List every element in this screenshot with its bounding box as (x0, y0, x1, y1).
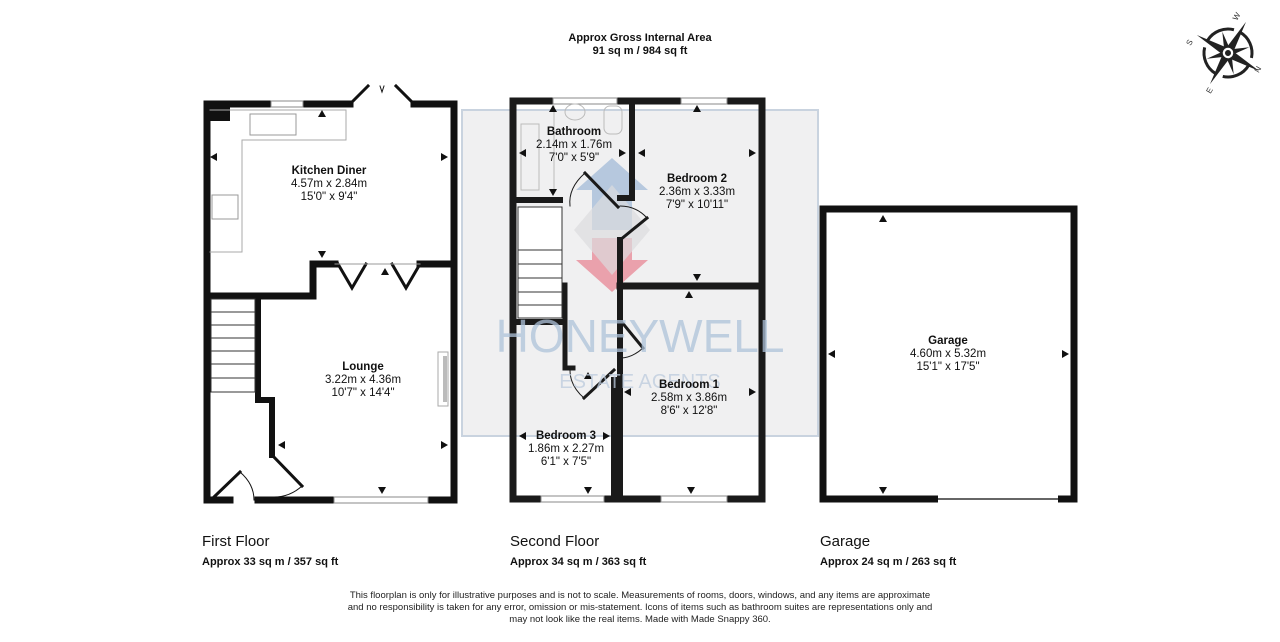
room-bathroom: Bathroom 2.14m x 1.76m 7'0" x 5'9" (536, 126, 612, 165)
floor-area: Approx 33 sq m / 357 sq ft (202, 556, 339, 568)
room-name: Bedroom 3 (535, 430, 597, 442)
dimension-arrows (210, 105, 1069, 494)
floor-area: Approx 24 sq m / 263 sq ft (820, 556, 957, 568)
garage-plan (819, 205, 1078, 503)
room-imperial: 10'7" x 14'4" (331, 387, 395, 399)
room-imperial: 8'6" x 12'8" (660, 405, 718, 417)
room-metric: 4.60m x 5.32m (909, 348, 987, 360)
room-kitchen-diner: Kitchen Diner 4.57m x 2.84m 15'0" x 9'4" (291, 165, 367, 204)
disclaimer-line: and no responsibility is taken for any e… (347, 602, 933, 613)
room-imperial: 15'0" x 9'4" (300, 191, 358, 203)
room-metric: 2.58m x 3.86m (650, 392, 728, 404)
floor-caption-second: Second Floor Approx 34 sq m / 363 sq ft (510, 533, 646, 569)
floor-caption-first: First Floor Approx 33 sq m / 357 sq ft (202, 533, 338, 569)
room-imperial: 7'0" x 5'9" (548, 152, 600, 164)
room-name: Bathroom (546, 126, 602, 138)
floor-title: Second Floor (510, 533, 600, 550)
room-name: Garage (928, 335, 968, 347)
room-lounge: Lounge 3.22m x 4.36m 10'7" x 14'4" (325, 361, 401, 400)
watermark-brand-text: HONEYWELL (496, 310, 785, 362)
floor-area: Approx 34 sq m / 363 sq ft (510, 556, 647, 568)
room-name: Kitchen Diner (291, 165, 367, 177)
room-bedroom-2: Bedroom 2 2.36m x 3.33m 7'9" x 10'11" (659, 173, 735, 212)
disclaimer-line: This floorplan is only for illustrative … (349, 590, 931, 601)
compass-rose-icon: W S N E (1184, 10, 1275, 100)
second-floor-plan (509, 97, 766, 503)
room-bedroom-1: Bedroom 1 2.58m x 3.86m 8'6" x 12'8" (651, 379, 727, 418)
room-metric: 3.22m x 4.36m (324, 374, 402, 386)
room-metric: 4.57m x 2.84m (290, 178, 368, 190)
disclaimer-line: may not look like the real items. Made w… (509, 614, 771, 625)
gross-area-value: 91 sq m / 984 sq ft (592, 45, 688, 57)
room-garage: Garage 4.60m x 5.32m 15'1" x 17'5" (910, 335, 986, 374)
gross-area-header: Approx Gross Internal Area 91 sq m / 984… (0, 32, 1280, 58)
floor-caption-garage: Garage Approx 24 sq m / 263 sq ft (820, 533, 956, 569)
room-name: Lounge (342, 361, 384, 373)
first-floor-plan (203, 83, 458, 504)
floor-title: First Floor (202, 533, 270, 550)
gross-area-title: Approx Gross Internal Area (568, 32, 712, 44)
room-name: Bedroom 2 (666, 173, 728, 185)
room-imperial: 15'1" x 17'5" (916, 361, 980, 373)
room-metric: 2.36m x 3.33m (658, 186, 736, 198)
room-imperial: 6'1" x 7'5" (540, 456, 592, 468)
room-metric: 2.14m x 1.76m (535, 139, 613, 151)
room-metric: 1.86m x 2.27m (527, 443, 605, 455)
watermark-subtitle-text: ESTATE AGENTS (559, 371, 721, 393)
room-imperial: 7'9" x 10'11" (665, 199, 729, 211)
floor-title: Garage (820, 533, 871, 550)
room-bedroom-3: Bedroom 3 1.86m x 2.27m 6'1" x 7'5" (528, 430, 604, 469)
disclaimer-text: This floorplan is only for illustrative … (320, 590, 960, 626)
room-name: Bedroom 1 (658, 379, 720, 391)
